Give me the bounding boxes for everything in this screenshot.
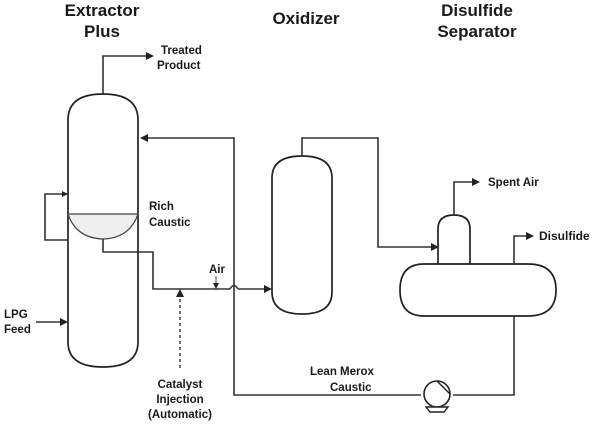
lean-caustic-return-line (146, 137, 421, 396)
oxidizer-to-separator-line (301, 137, 433, 248)
treated-product-label-line1: Treated (161, 45, 202, 57)
rich-caustic-label-line1: Rich (149, 201, 174, 213)
catalyst-label-line3: (Automatic) (148, 409, 212, 421)
separator-title-line2: Separator (437, 22, 517, 41)
spent-air-label: Spent Air (488, 177, 539, 189)
separator-title-line1: Disulfide (441, 1, 513, 20)
separator-vessel (399, 214, 557, 317)
pump-icon (423, 380, 451, 413)
side-loop-arrow (62, 191, 68, 197)
extractor-title-line1: Extractor (65, 1, 140, 20)
lpg-feed-arrow (60, 318, 68, 326)
lean-caustic-label-line1: Lean Merox (310, 366, 375, 378)
oxidizer-vessel (271, 155, 333, 315)
extractor-side-loop (44, 193, 68, 241)
disulfide-line (513, 235, 528, 264)
lpg-feed-label-line1: LPG (4, 309, 28, 321)
catalyst-label-line1: Catalyst (158, 379, 203, 391)
catalyst-arrow (176, 289, 184, 297)
lpg-feed-label-line2: Feed (4, 324, 31, 336)
oxidizer-to-separator-arrow (431, 243, 439, 251)
catalyst-label-line2: Injection (156, 394, 203, 406)
lean-caustic-label-line2: Caustic (330, 382, 372, 394)
spent-air-line (453, 181, 474, 215)
treated-product-line (102, 55, 148, 94)
spent-air-arrow (472, 178, 480, 186)
lean-caustic-line (453, 316, 515, 396)
air-label: Air (209, 264, 226, 276)
lean-caustic-to-extractor-arrow (140, 134, 148, 142)
treated-product-arrow (146, 52, 154, 60)
disulfide-arrow (526, 232, 534, 240)
oxidizer-title: Oxidizer (272, 9, 339, 28)
extractor-title-line2: Plus (84, 22, 120, 41)
rich-caustic-line (102, 239, 266, 290)
disulfide-label: Disulfide (539, 229, 590, 243)
rich-caustic-label-line2: Caustic (149, 217, 191, 229)
treated-product-label-line2: Product (157, 60, 201, 72)
air-arrow (213, 283, 219, 289)
rich-caustic-collector (67, 213, 139, 240)
rich-caustic-to-oxidizer-arrow (264, 285, 272, 293)
